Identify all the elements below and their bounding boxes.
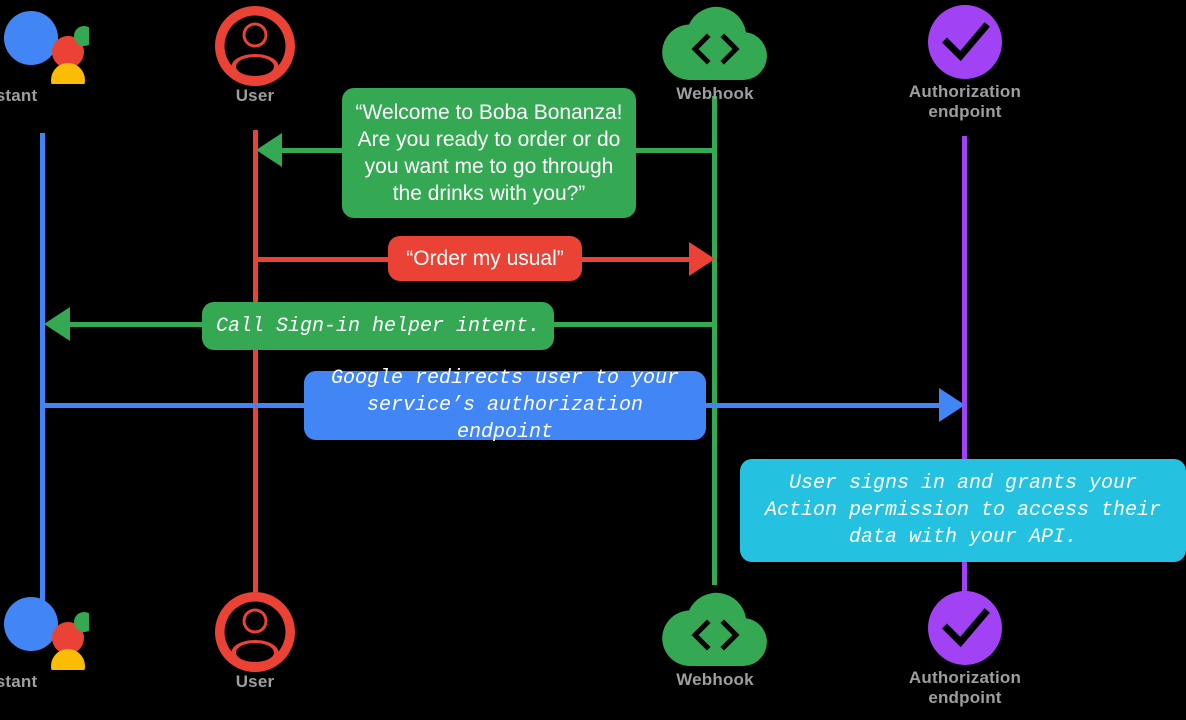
actor-user-bottom: User [170, 592, 340, 692]
cloud-code-icon-svg [662, 6, 767, 81]
cloud-code-icon [630, 4, 800, 84]
google-assistant-icon-svg [4, 597, 89, 670]
arrowhead-order-my-usual-right [689, 242, 715, 276]
actor-webhook-top: Webhook [630, 4, 800, 104]
google-assistant-icon [0, 6, 127, 86]
actor-authorization-bottom: Authorization endpoint [880, 588, 1050, 708]
purple-check-circle-icon-svg [928, 5, 1002, 79]
user-avatar-icon [170, 592, 340, 672]
actor-label-webhook-top: Webhook [676, 84, 754, 103]
purple-check-circle-icon [880, 588, 1050, 668]
message-bubble-call-sign-in-helper: Call Sign-in helper intent. [202, 302, 554, 350]
message-text-call-sign-in-helper: Call Sign-in helper intent. [215, 314, 541, 338]
actor-label-user-top: User [235, 86, 275, 105]
user-avatar-icon [170, 6, 340, 86]
arrowhead-welcome-left [256, 133, 282, 167]
user-avatar-icon-svg [215, 6, 295, 86]
google-assistant-icon [0, 592, 127, 672]
message-text-google-redirects: Google redirects user to your service’s … [330, 367, 680, 444]
user-avatar-icon-svg [215, 592, 295, 672]
lifeline-webhook [712, 96, 717, 585]
arrowhead-call-sign-in-helper-left [44, 307, 70, 341]
actor-webhook-bottom: Webhook [630, 590, 800, 690]
cloud-code-icon-svg [662, 592, 767, 667]
cloud-code-icon [630, 590, 800, 670]
actor-assistant-top: Assistant [0, 6, 127, 106]
message-bubble-order-my-usual: “Order my usual” [388, 236, 582, 281]
message-bubble-welcome: “Welcome to Boba Bonanza! Are you ready … [342, 88, 636, 218]
purple-check-circle-icon-svg [928, 591, 1002, 665]
message-text-order-my-usual: “Order my usual” [406, 247, 564, 270]
actor-label-authorization-bottom: Authorization endpoint [908, 668, 1022, 707]
message-bubble-google-redirects: Google redirects user to your service’s … [304, 367, 706, 444]
message-text-user-signs-in: User signs in and grants your Action per… [764, 472, 1162, 549]
actor-label-webhook-bottom: Webhook [676, 670, 754, 689]
message-text-welcome: “Welcome to Boba Bonanza! Are you ready … [355, 101, 623, 205]
lifeline-authorization-upper [962, 136, 967, 466]
actor-label-assistant-bottom: Assistant [0, 672, 38, 691]
actor-label-authorization-top: Authorization endpoint [908, 82, 1022, 121]
arrowhead-google-redirects-right [939, 388, 965, 422]
actor-label-user-bottom: User [235, 672, 275, 691]
message-bubble-user-signs-in: User signs in and grants your Action per… [740, 459, 1186, 562]
actor-label-assistant-top: Assistant [0, 86, 38, 105]
purple-check-circle-icon [880, 2, 1050, 82]
lifeline-assistant [40, 133, 45, 606]
actor-user-top: User [170, 6, 340, 106]
lifeline-user [253, 130, 258, 592]
actor-authorization-top: Authorization endpoint [880, 2, 1050, 122]
lifeline-authorization-lower [962, 561, 967, 595]
google-assistant-icon-svg [4, 11, 89, 84]
actor-assistant-bottom: Assistant [0, 592, 127, 692]
